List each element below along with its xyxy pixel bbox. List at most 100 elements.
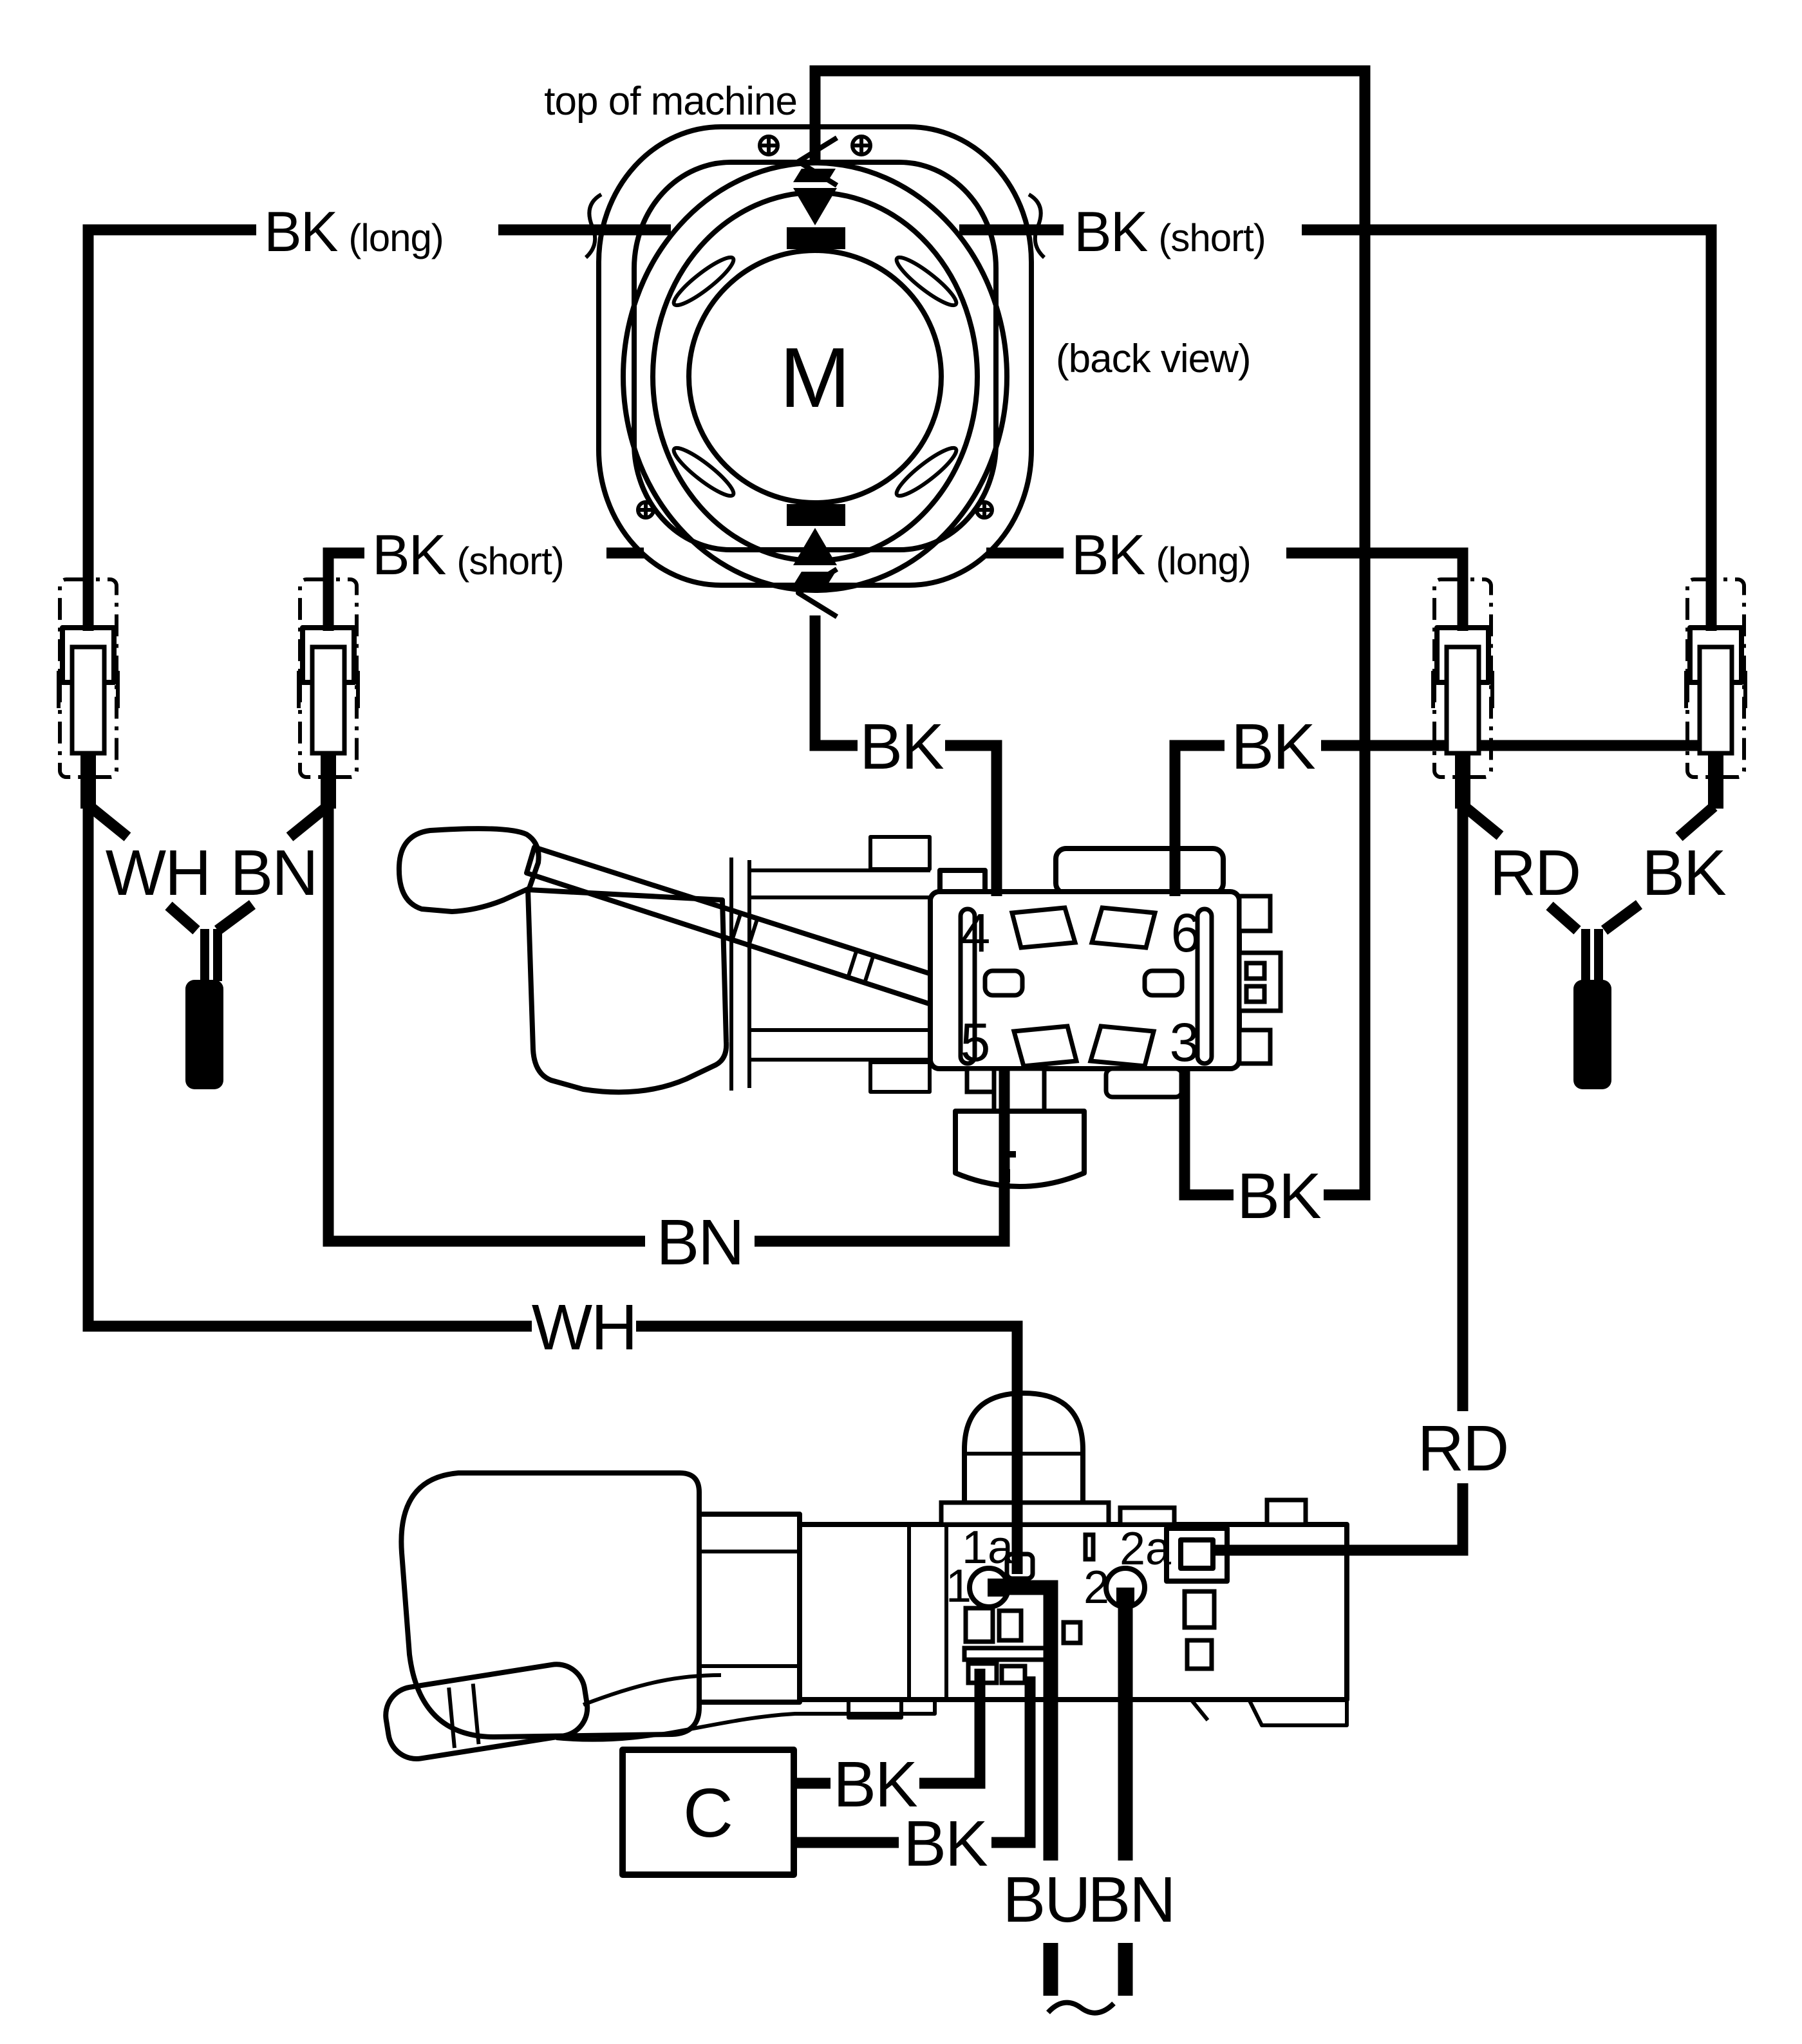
splice-wh-label: WH [106, 837, 211, 909]
wire-link-bk-left-part [1179, 1070, 1234, 1201]
wire-row1-right-b [1302, 224, 1717, 631]
wire-bn-run-a [323, 805, 645, 1247]
wire-feed-bk-right-a [1169, 740, 1225, 896]
row1-left-label: BK(long) [264, 200, 444, 263]
wire-top-feed [809, 65, 1371, 1201]
row2-right-qual: (long) [1156, 539, 1250, 583]
arrowhead-down [793, 188, 837, 225]
contact-bar-right [1195, 906, 1214, 1066]
top-tab [1264, 1497, 1308, 1527]
motor-screw-icon [850, 135, 872, 156]
wire-wh-run-b [636, 1320, 1023, 1574]
connector-blade [1697, 644, 1734, 756]
row1-right-label: BK(short) [1074, 200, 1266, 263]
brush-feed-arrow-top [793, 135, 839, 225]
terminal-6-label: 6 [1171, 903, 1201, 963]
splice-sleeve-left [185, 980, 223, 1089]
motor-letter: M [780, 330, 850, 425]
wire-cap-upper-b [919, 1669, 986, 1789]
text-labels: top of machine (back view) M BK(long) BK… [106, 79, 1727, 1936]
handle-base-line [556, 1700, 937, 1742]
actuator-housing [525, 887, 729, 1095]
wire-y-bk-upper [1675, 802, 1718, 841]
row1-left-main: BK [264, 200, 338, 263]
row2-left-qual: (short) [456, 539, 563, 583]
brush-feed-arrow-bottom [793, 528, 839, 619]
connector-right-1 [1431, 577, 1494, 779]
splice-sleeve-right [1573, 980, 1611, 1089]
row2-left-main: BK [372, 523, 446, 586]
reversing-switch-actuator [396, 826, 944, 1095]
wire-cap-lower-b [991, 1676, 1036, 1848]
mains-bn-label: BN [1088, 1864, 1175, 1936]
splice-bk-label: BK [1642, 837, 1726, 909]
row2-right-label: BK(long) [1071, 523, 1251, 586]
terminal-4-label: 4 [961, 903, 991, 963]
handle-inner-line [582, 1673, 722, 1707]
face-slot [1083, 1532, 1096, 1562]
wire-rd-run-b [1213, 1483, 1469, 1556]
connector-blade [1444, 644, 1481, 756]
connector-left-1 [57, 577, 120, 779]
lever-seam [845, 951, 858, 980]
feed-bk-right-label: BK [1231, 711, 1315, 783]
motor-screw-icon [758, 135, 780, 156]
wire-y-bn-upper [286, 802, 331, 841]
hatch-mark [793, 169, 836, 182]
connector-outline [1685, 577, 1746, 779]
wire-y-wh-lower [165, 901, 200, 935]
capacitor-letter: C [683, 1774, 733, 1852]
wire-y-wh-upper [86, 802, 131, 841]
lever-seam [862, 956, 875, 986]
wire-row2-left-a [323, 547, 364, 631]
cap-bk-upper-label: BK [833, 1749, 917, 1821]
top-of-machine-label: top of machine [544, 79, 797, 124]
mains-bu-label: BU [1003, 1864, 1090, 1936]
terminal-2-label: 2 [1084, 1562, 1109, 1613]
rd-run-label: RD [1418, 1412, 1508, 1485]
rotor-circle [686, 248, 944, 505]
wire-row2-right-b [1286, 547, 1469, 631]
capacitor-box [619, 1747, 797, 1878]
wire-bottom-feed [809, 615, 858, 751]
row2-right-main: BK [1071, 523, 1145, 586]
wire-row1-left-a [82, 224, 256, 631]
actuator-nose-rails [729, 835, 932, 1094]
cap-bk-lower-label: BK [903, 1808, 988, 1880]
wire-y-bn-lower [214, 900, 256, 935]
terminal-2a-label: 2a [1120, 1523, 1172, 1575]
connector-outline [58, 577, 118, 779]
contact-bar-left [958, 906, 977, 1066]
connector-outline [1432, 577, 1493, 779]
stator-ring-outer [621, 160, 1009, 593]
wire-wh-run-a [82, 805, 532, 1332]
terminal-5-label: 5 [961, 1012, 991, 1073]
splice-bn-label: BN [230, 837, 317, 909]
connector-left-2 [297, 577, 360, 779]
wire-y-rd-upper [1461, 802, 1504, 840]
knob-base-plate [939, 1500, 1111, 1527]
connector-blade [70, 644, 107, 756]
terminal-slot-4 [1009, 905, 1078, 950]
motor-screw-icon [975, 500, 994, 520]
link-bk-label: BK [1237, 1160, 1321, 1232]
feed-bk-left-label: BK [859, 711, 944, 783]
terminal-3-label: 3 [1170, 1012, 1200, 1073]
wire-bn-run-b [755, 1070, 1010, 1247]
face-detail-rects [962, 1589, 1217, 1685]
bn-run-label: BN [657, 1206, 744, 1279]
ac-tilde-icon [1046, 2000, 1116, 2016]
connector-right-2 [1684, 577, 1747, 779]
wh-run-label: WH [532, 1291, 637, 1364]
terminal-1-label: 1 [946, 1561, 971, 1612]
top-tab [1118, 1505, 1177, 1527]
switch-knob [962, 1391, 1085, 1527]
back-view-label: (back view) [1056, 337, 1251, 381]
wire-y-bk-lower [1600, 900, 1643, 935]
solenoid-body [953, 1109, 1087, 1189]
row1-right-qual: (short) [1158, 216, 1265, 259]
center-slot-left [982, 968, 1025, 998]
brush-bottom [787, 504, 845, 526]
